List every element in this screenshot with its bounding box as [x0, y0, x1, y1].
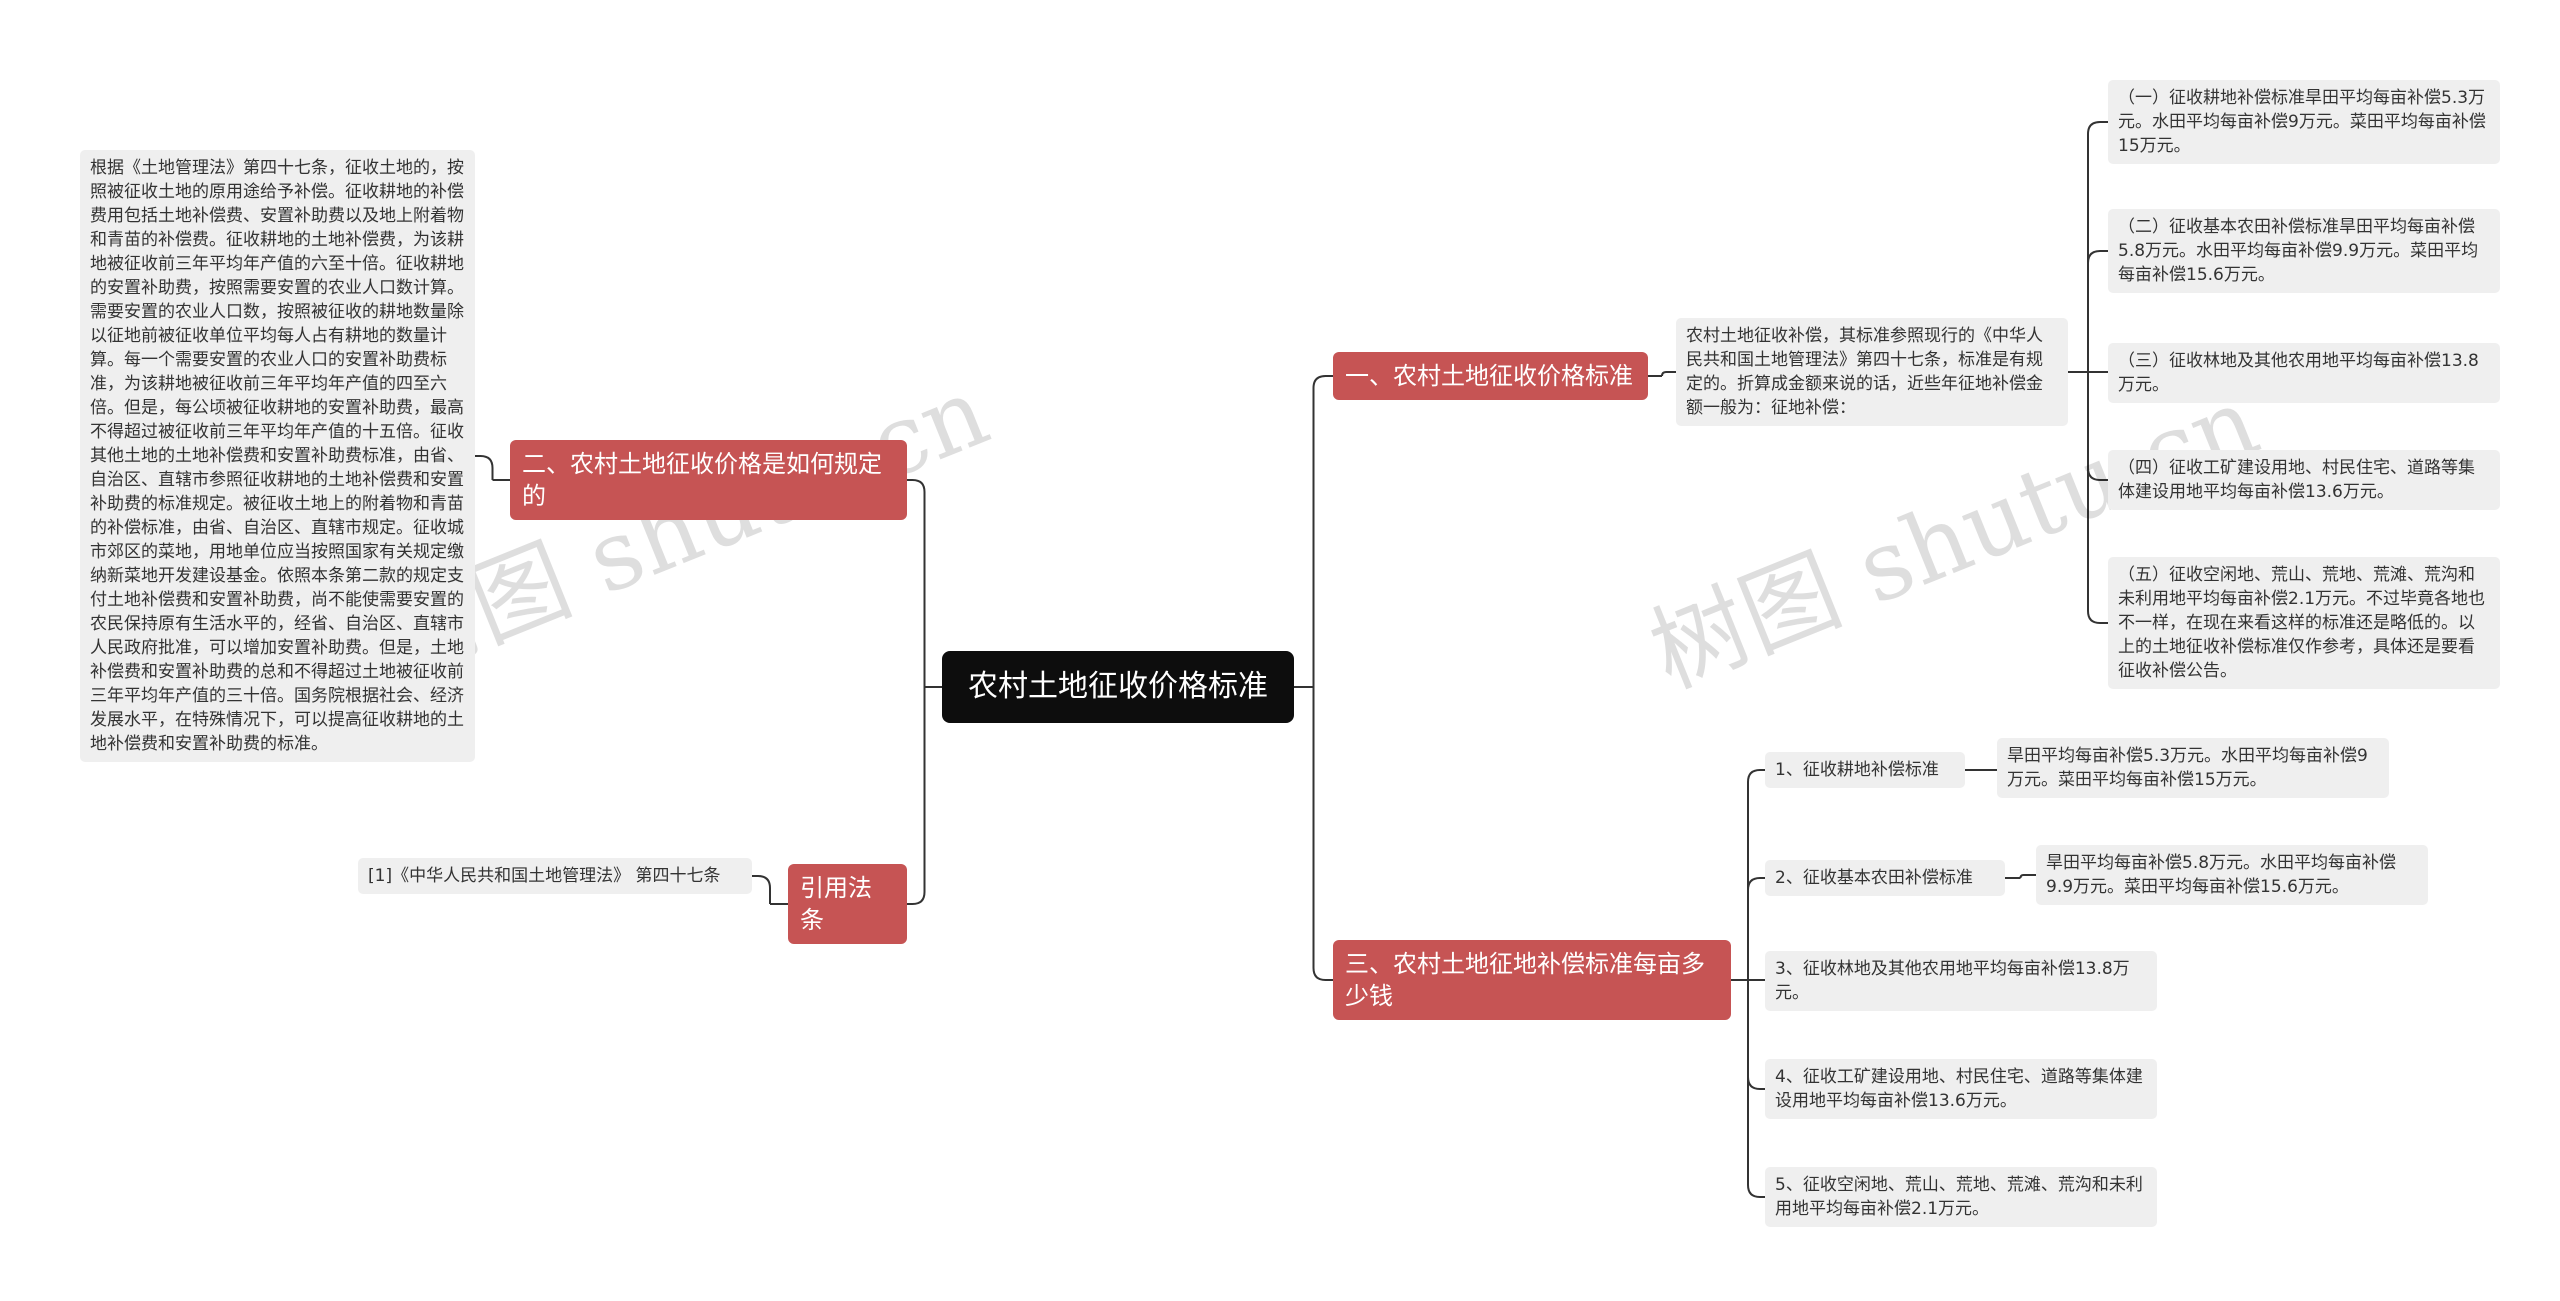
root-node[interactable]: 农村土地征收价格标准: [942, 651, 1294, 723]
connector-line: [2087, 372, 2108, 624]
connector-line: [1661, 371, 1676, 377]
b1-item-4[interactable]: （四）征收工矿建设用地、村民住宅、道路等集体建设用地平均每亩补偿13.6万元。: [2108, 450, 2500, 510]
b1-item-1[interactable]: （一）征收耕地补偿标准旱田平均每亩补偿5.3万元。水田平均每亩补偿9万元。菜田平…: [2108, 80, 2500, 164]
b1-item-3[interactable]: （三）征收林地及其他农用地平均每亩补偿13.8万元。: [2108, 343, 2500, 403]
branch-cited-law[interactable]: 引用法条: [788, 864, 907, 944]
branch-how-regulated[interactable]: 二、农村土地征收价格是如何规定的: [510, 440, 907, 520]
connector-line: [1312, 375, 1333, 687]
b3-item-2-label[interactable]: 2、征收基本农田补偿标准: [1765, 860, 2005, 896]
b3-item-2-detail[interactable]: 旱田平均每亩补偿5.8万元。水田平均每亩补偿9.9万元。菜田平均每亩补偿15.6…: [2036, 845, 2428, 905]
b1-item-5[interactable]: （五）征收空闲地、荒山、荒地、荒滩、荒沟和未利用地平均每亩补偿2.1万元。不过毕…: [2108, 557, 2500, 689]
b3-item-1-label[interactable]: 1、征收耕地补偿标准: [1765, 752, 1965, 788]
connector-line: [2087, 121, 2108, 372]
b3-item-4[interactable]: 4、征收工矿建设用地、村民住宅、道路等集体建设用地平均每亩补偿13.6万元。: [1765, 1059, 2157, 1119]
connector-line: [2087, 250, 2108, 372]
connector-line: [1312, 687, 1333, 981]
b3-item-3[interactable]: 3、征收林地及其他农用地平均每亩补偿13.8万元。: [1765, 951, 2157, 1011]
b1-intro[interactable]: 农村土地征收补偿，其标准参照现行的《中华人民共和国土地管理法》第四十七条，标准是…: [1676, 318, 2068, 426]
b2-law-text[interactable]: 根据《土地管理法》第四十七条，征收土地的，按照被征收土地的原用途给予补偿。征收耕…: [80, 150, 475, 762]
connector-line: [1747, 769, 1765, 980]
branch-price-standard[interactable]: 一、农村土地征收价格标准: [1333, 352, 1648, 400]
b3-item-1-detail[interactable]: 旱田平均每亩补偿5.3万元。水田平均每亩补偿9万元。菜田平均每亩补偿15万元。: [1997, 738, 2389, 798]
b1-item-2[interactable]: （二）征收基本农田补偿标准旱田平均每亩补偿5.8万元。水田平均每亩补偿9.9万元…: [2108, 209, 2500, 293]
connector-line: [475, 455, 494, 480]
connector-line: [1747, 980, 1765, 1090]
connector-line: [1747, 980, 1765, 1198]
b4-citation[interactable]: [1]《中华人民共和国土地管理法》 第四十七条: [358, 858, 752, 894]
connector-line: [907, 687, 926, 905]
connector-line: [752, 875, 771, 904]
connector-line: [1747, 877, 1765, 980]
connector-line: [907, 479, 926, 687]
b3-item-5[interactable]: 5、征收空闲地、荒山、荒地、荒滩、荒沟和未利用地平均每亩补偿2.1万元。: [1765, 1167, 2157, 1227]
branch-compensation-per-mu[interactable]: 三、农村土地征地补偿标准每亩多少钱: [1333, 940, 1731, 1020]
connector-line: [2019, 874, 2036, 879]
